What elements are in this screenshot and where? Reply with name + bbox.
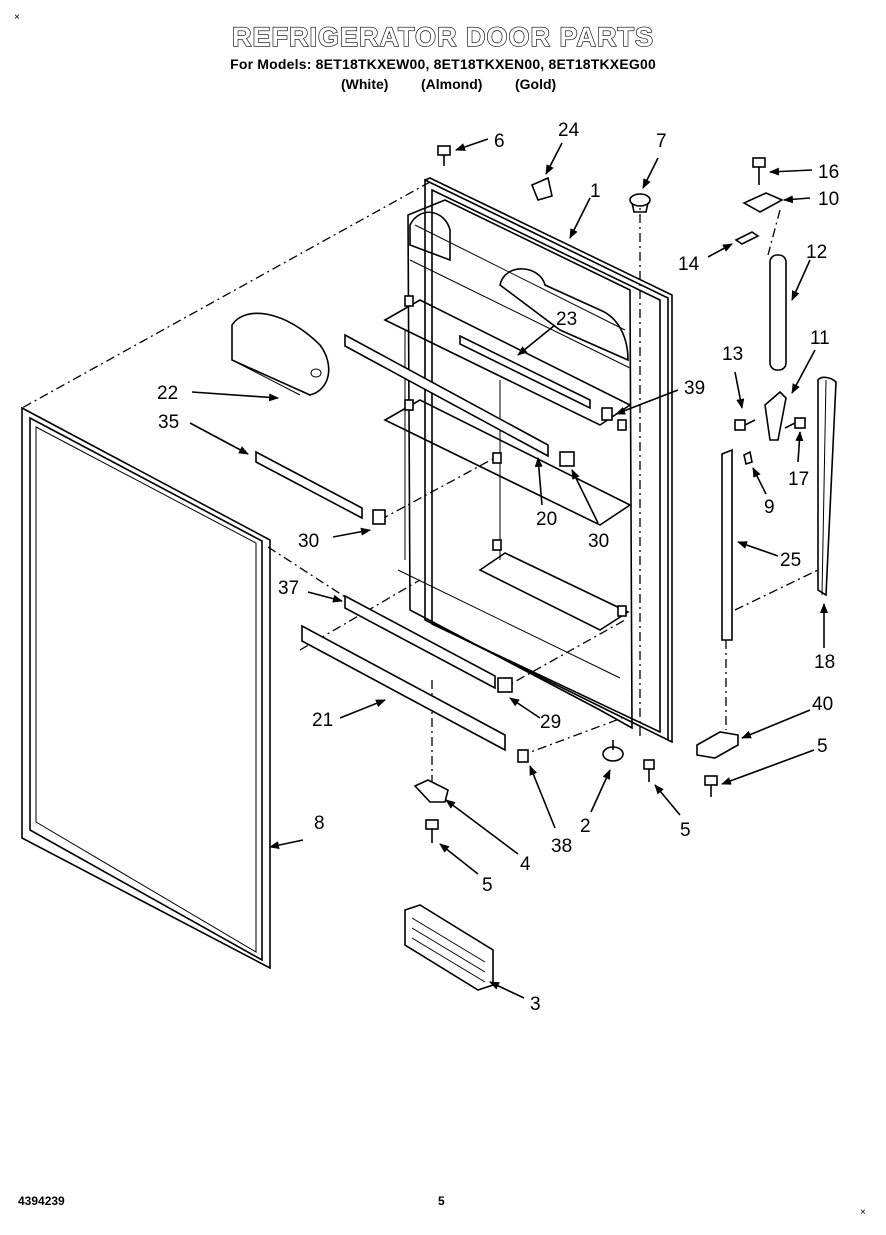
trim-18	[817, 376, 837, 597]
callout-24: 24	[558, 120, 580, 141]
handle-cover-12	[769, 254, 787, 371]
washer-9	[743, 450, 753, 466]
callout-16: 16	[818, 162, 839, 183]
callout-9: 9	[764, 497, 775, 518]
model-list: For Models: 8ET18TKXEW00, 8ET18TKXEN00, …	[230, 56, 656, 72]
callout-21: 21	[312, 710, 333, 731]
clip-24	[530, 176, 553, 201]
callout-5-center: 5	[680, 820, 691, 841]
callout-12: 12	[806, 242, 827, 263]
shelf-bar-20	[344, 333, 549, 458]
screw-5-center	[643, 759, 655, 782]
shelf-bar-35	[255, 450, 363, 520]
variant-white: (White)	[341, 76, 389, 92]
page-number: 5	[438, 1194, 445, 1208]
callout-6: 6	[494, 131, 505, 152]
screw-13	[734, 419, 756, 431]
callout-39: 39	[684, 378, 705, 399]
leader-lines	[189, 138, 828, 999]
callout-5-right: 5	[817, 736, 828, 757]
shim-14	[734, 231, 760, 245]
door-assembly	[383, 177, 673, 744]
callout-3: 3	[530, 994, 541, 1015]
callout-4: 4	[520, 854, 531, 875]
callout-29: 29	[540, 712, 561, 733]
corner-mark-bottom-right: ×	[860, 1207, 866, 1218]
variant-gold: (Gold)	[515, 76, 557, 92]
callout-2: 2	[580, 816, 591, 837]
callout-38: 38	[551, 836, 572, 857]
screw-6	[437, 145, 451, 166]
end-cap-38	[517, 749, 529, 763]
callout-13: 13	[722, 344, 743, 365]
document-number: 4394239	[18, 1194, 65, 1208]
callout-30-right: 30	[588, 531, 609, 552]
callout-8: 8	[314, 813, 325, 834]
callout-7: 7	[656, 131, 667, 152]
callout-25: 25	[780, 550, 801, 571]
corner-mark-top-left: ×	[14, 12, 20, 23]
hinge-pin-2	[602, 740, 624, 762]
handle-25	[721, 448, 733, 641]
callout-11: 11	[810, 328, 830, 349]
end-cap-29	[497, 677, 513, 693]
screw-17	[784, 417, 806, 429]
callout-35: 35	[158, 412, 179, 433]
plug-7	[629, 193, 651, 213]
callout-23: 23	[556, 309, 577, 330]
callout-17: 17	[788, 469, 809, 490]
callout-14: 14	[678, 254, 700, 275]
end-cap-39	[601, 407, 613, 421]
bracket-4	[413, 779, 449, 803]
shelf-bar-37	[344, 594, 496, 690]
callout-30-left: 30	[298, 531, 319, 552]
door-gasket	[21, 406, 271, 970]
callout-22: 22	[157, 383, 178, 404]
variant-almond: (Almond)	[421, 76, 483, 92]
end-cap-30-left	[372, 509, 386, 525]
callout-10: 10	[818, 189, 839, 210]
callout-20: 20	[536, 509, 557, 530]
shelf-bar-21	[301, 624, 506, 752]
callout-37: 37	[278, 578, 299, 599]
screw-5-bottom	[425, 819, 439, 843]
callout-labels: 6 24 7 16 1 10 14 12 23 13 11 22 39 35 1…	[157, 120, 839, 1015]
grille-3	[404, 904, 494, 991]
callout-1: 1	[590, 181, 601, 202]
hinge-10	[742, 192, 784, 213]
hinge-11	[764, 390, 787, 441]
screw-5-right	[704, 775, 718, 797]
page-title: REFRIGERATOR DOOR PARTS	[231, 21, 654, 52]
end-cap-30-right	[559, 451, 575, 467]
hinge-40	[696, 731, 739, 759]
callout-5-bottom: 5	[482, 875, 493, 896]
screw-16	[752, 157, 766, 185]
shelf-trim-23	[459, 334, 591, 410]
callout-40: 40	[812, 694, 833, 715]
callout-18: 18	[814, 652, 835, 673]
dairy-door	[231, 312, 330, 396]
